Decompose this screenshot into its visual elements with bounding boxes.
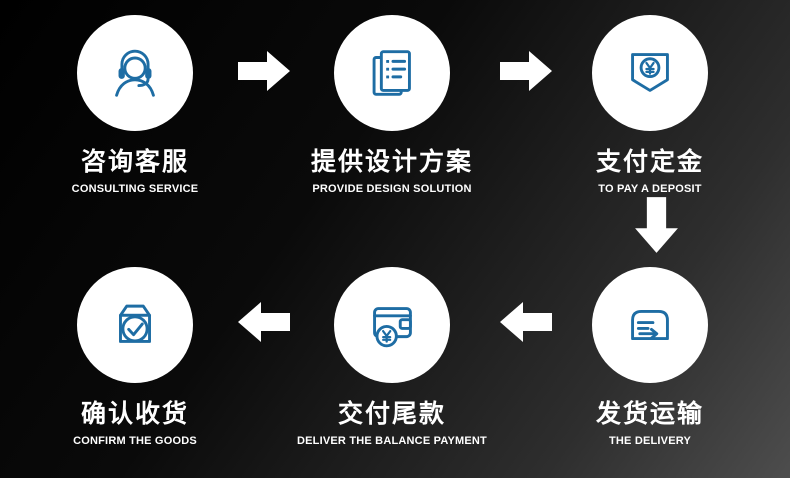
arrow-left-icon [238,301,290,343]
step-balance-payment: 交付尾款 DELIVER THE BALANCE PAYMENT [272,267,512,447]
step-title: 支付定金 [595,148,704,176]
design-documents-icon [372,50,411,96]
arrow-right-icon [500,50,552,92]
step-pay-deposit: 支付定金 TO PAY A DEPOSIT [530,15,770,195]
step-circle [334,15,450,131]
wallet-balance-icon [373,307,412,348]
arrow-right-icon [238,50,290,92]
step-title: 交付尾款 [337,400,446,428]
step-circle [334,267,450,383]
step-subtitle: THE DELIVERY [608,435,692,447]
step-subtitle: TO PAY A DEPOSIT [598,183,702,195]
step-confirm-goods: 确认收货 CONFIRM THE GOODS [15,267,255,447]
step-design-solution: 提供设计方案 PROVIDE DESIGN SOLUTION [272,15,512,195]
step-title: 提供设计方案 [310,148,473,176]
step-circle [592,267,708,383]
delivery-truck-icon [631,309,669,341]
customer-service-headset-icon [115,49,155,97]
step-circle [77,267,193,383]
step-subtitle: CONSULTING SERVICE [71,183,199,195]
step-circle [592,15,708,131]
step-circle [77,15,193,131]
arrow-left-icon [500,301,552,343]
step-title: 咨询客服 [80,148,189,176]
arrow-down-icon [634,197,679,253]
step-subtitle: PROVIDE DESIGN SOLUTION [312,183,472,195]
step-subtitle: CONFIRM THE GOODS [73,435,197,447]
deposit-payment-icon [631,53,669,92]
step-subtitle: DELIVER THE BALANCE PAYMENT [297,435,487,447]
step-title: 发货运输 [595,400,704,428]
step-title: 确认收货 [80,400,189,428]
package-confirm-icon [119,304,151,343]
step-consulting: 咨询客服 CONSULTING SERVICE [15,15,255,195]
step-delivery: 发货运输 THE DELIVERY [530,267,770,447]
